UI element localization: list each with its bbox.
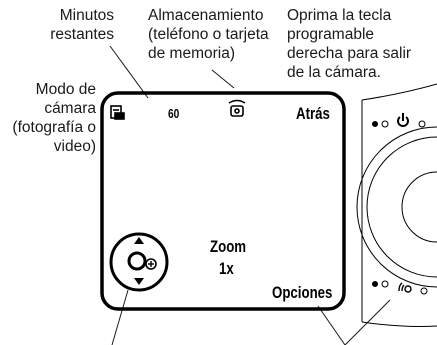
- zoom-value: 1x: [219, 259, 234, 278]
- softkey-dot-filled-bottom: [372, 281, 378, 287]
- camera-mode-icon: [110, 105, 125, 120]
- voice-key-dot: [420, 287, 428, 295]
- options-leader-line-1: [317, 305, 346, 345]
- minutes-leader-line: [109, 45, 149, 99]
- left-softkey-options[interactable]: Opciones: [272, 283, 333, 302]
- phone-body-edge-bottom: [361, 321, 437, 327]
- nav-wheel-inner: [366, 136, 437, 278]
- phone-body-edge-top: [361, 83, 437, 101]
- nav-leader-line: [111, 289, 129, 345]
- nav-center-key: [401, 171, 437, 243]
- end-key-dot: [418, 120, 426, 128]
- camera-mode-callout: Modo de cámara (fotografía o video): [12, 81, 96, 155]
- storage-callout: Almacenamiento (teléfono o tarjeta de me…: [148, 7, 269, 62]
- nav-key-zoom-icon: [109, 232, 169, 292]
- phone-storage-icon: [228, 99, 246, 117]
- power-end-key-icon: [397, 113, 409, 127]
- softkey-dot-filled-top: [372, 121, 378, 127]
- nav-wheel-outer: [356, 126, 437, 288]
- exit-softkey-callout: Oprima la tecla programable derecha para…: [287, 7, 412, 81]
- phone-screen-frame: [100, 91, 346, 311]
- right-softkey-label[interactable]: Atrás: [296, 104, 330, 123]
- minutes-remaining-value: 60: [168, 106, 180, 121]
- softkey-dot-hollow-bottom: [381, 280, 389, 288]
- voice-key-icon: [398, 282, 412, 293]
- softkey-dot-hollow-top: [381, 120, 389, 128]
- minutes-remaining-callout: Minutos restantes: [50, 7, 114, 43]
- storage-leader-line: [211, 69, 235, 89]
- zoom-label: Zoom: [210, 237, 247, 256]
